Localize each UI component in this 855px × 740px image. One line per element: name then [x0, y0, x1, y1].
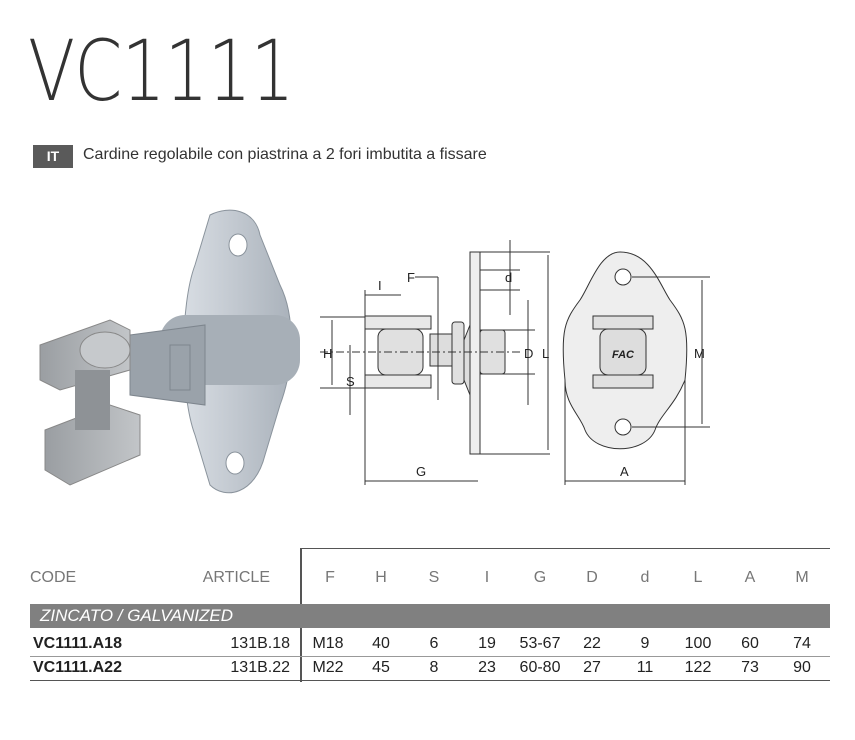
- language-badge: IT: [33, 145, 73, 168]
- col-G: G: [533, 569, 547, 586]
- cell-H: 45: [372, 659, 390, 676]
- dim-label-H: H: [323, 346, 332, 361]
- cell-L: 100: [684, 635, 712, 652]
- cell-G: 53-67: [519, 635, 561, 652]
- col-d: d: [640, 569, 650, 586]
- side-view: F I H S D L d G: [320, 240, 550, 485]
- cell-F: M18: [312, 635, 344, 652]
- dim-label-G: G: [416, 464, 426, 479]
- cell-M: 90: [793, 659, 811, 676]
- col-H: H: [375, 569, 387, 586]
- col-article: ARTICLE: [202, 569, 270, 586]
- cell-code: VC1111.A22: [33, 659, 122, 676]
- product-description: Cardine regolabile con piastrina a 2 for…: [83, 146, 487, 163]
- dim-label-L: L: [542, 346, 549, 361]
- col-code: CODE: [30, 569, 77, 586]
- section-label: ZINCATO / GALVANIZED: [40, 606, 234, 625]
- col-L: L: [693, 569, 703, 586]
- cell-G: 60-80: [519, 659, 561, 676]
- table-bottom-line: [30, 680, 830, 681]
- cell-L: 122: [684, 659, 712, 676]
- cell-article: 131B.22: [230, 659, 290, 676]
- cell-H: 40: [372, 635, 390, 652]
- cell-article: 131B.18: [230, 635, 290, 652]
- cell-D: 27: [583, 659, 601, 676]
- front-view: FAC A M: [562, 251, 710, 485]
- product-photo: [39, 209, 300, 494]
- dim-label-A: A: [620, 464, 629, 479]
- col-F: F: [325, 569, 335, 586]
- cell-D: 22: [583, 635, 601, 652]
- dim-label-S: S: [346, 374, 355, 389]
- dim-label-d: d: [505, 270, 512, 285]
- logo-text: FAC: [612, 349, 635, 361]
- col-D: D: [586, 569, 598, 586]
- col-I: I: [484, 569, 490, 586]
- cell-F: M22: [312, 659, 344, 676]
- dim-label-F: F: [407, 270, 415, 285]
- cell-S: 6: [429, 635, 439, 652]
- dim-label-M: M: [694, 346, 705, 361]
- col-A: A: [744, 569, 756, 586]
- cell-I: 23: [478, 659, 496, 676]
- cell-d: 11: [636, 659, 654, 676]
- cell-A: 60: [741, 635, 759, 652]
- cell-code: VC1111.A18: [33, 635, 122, 652]
- cell-M: 74: [793, 635, 811, 652]
- col-S: S: [428, 569, 440, 586]
- row-divider: [30, 656, 830, 657]
- dim-label-I: I: [378, 278, 382, 293]
- col-M: M: [795, 569, 809, 586]
- section-band: ZINCATO / GALVANIZED: [30, 604, 830, 628]
- product-title: VC1111: [28, 22, 294, 120]
- technical-drawing: F I H S D L d G FAC A M: [320, 240, 710, 485]
- table-top-line: [302, 548, 830, 549]
- cell-A: 73: [741, 659, 759, 676]
- cell-d: 9: [640, 635, 650, 652]
- dim-label-D: D: [524, 346, 533, 361]
- cell-S: 8: [429, 659, 439, 676]
- cell-I: 19: [478, 635, 496, 652]
